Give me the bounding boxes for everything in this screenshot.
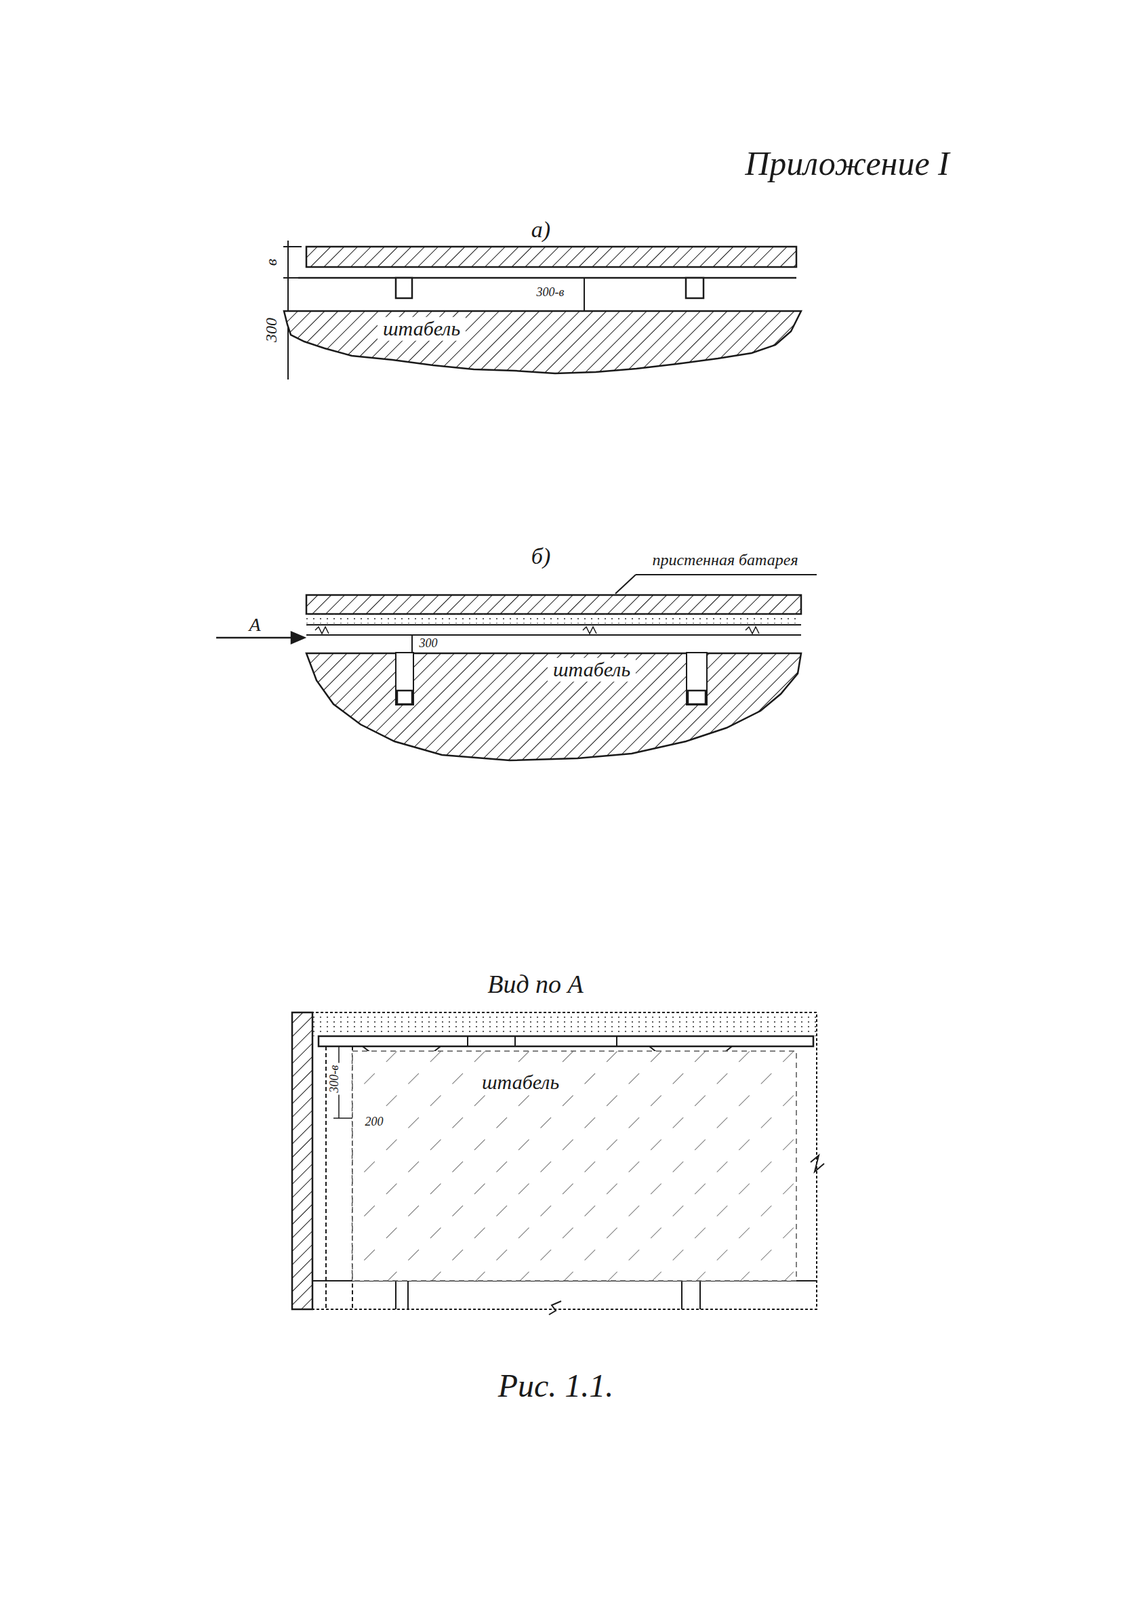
beam xyxy=(318,1036,814,1047)
stack-hatch xyxy=(352,1051,797,1281)
pipe-mark xyxy=(582,626,597,634)
appendix-heading: Приложение I xyxy=(744,143,949,183)
beam-joint xyxy=(514,1036,516,1047)
figure-caption: Рис. 1.1. xyxy=(498,1367,615,1405)
batten xyxy=(685,277,704,299)
dimension: 300 xyxy=(262,315,280,345)
dimension: 300-в xyxy=(534,286,567,300)
dimension-tick xyxy=(283,246,302,248)
stack-hatch xyxy=(283,311,802,374)
ceiling-slab xyxy=(306,595,802,615)
stack-region: штабель xyxy=(352,1051,797,1281)
wall xyxy=(292,1012,313,1310)
stack-outline xyxy=(352,1051,797,1281)
frame xyxy=(292,1012,817,1310)
view-b xyxy=(216,574,817,654)
stack-ground xyxy=(283,311,802,374)
batten-slot xyxy=(686,652,707,705)
batten xyxy=(397,690,413,705)
pipe-mark xyxy=(745,626,760,634)
stack-region: штабель xyxy=(283,311,802,376)
stack-ground xyxy=(352,1051,797,1281)
dimension-line xyxy=(411,635,413,654)
stack-hatch xyxy=(306,653,802,761)
pipe xyxy=(306,624,802,626)
subfigure-letter: а) xyxy=(529,216,553,242)
pipe xyxy=(306,634,802,636)
dimension-tick xyxy=(283,277,302,279)
view-letter: А xyxy=(246,614,263,636)
batten-line xyxy=(298,277,797,280)
batten xyxy=(395,277,413,299)
dimension: 200 xyxy=(363,1115,386,1130)
beam-joint xyxy=(466,1036,469,1047)
leader-line xyxy=(635,574,817,576)
guide-line xyxy=(325,1046,327,1310)
beam-joint xyxy=(616,1036,618,1047)
leader-line xyxy=(615,574,636,594)
arrow-head xyxy=(291,632,305,644)
dimension-line xyxy=(583,277,585,312)
view-title: Вид по А xyxy=(485,970,586,1000)
pipe-mark xyxy=(315,626,329,634)
stack-label: штабель xyxy=(377,317,466,341)
view-a-section xyxy=(292,1012,825,1315)
insulation xyxy=(312,1015,817,1037)
view-arrow xyxy=(216,637,299,640)
stack-region: штабель xyxy=(306,653,802,762)
dimension-line xyxy=(287,240,289,380)
insulation xyxy=(306,614,802,624)
batten xyxy=(687,690,706,705)
subfigure-letter: б) xyxy=(529,543,553,569)
dimension: 300 xyxy=(417,637,440,651)
ceiling-slab xyxy=(306,246,797,268)
stack-label: штабель xyxy=(547,658,636,682)
part-label: пристенная батарея xyxy=(649,551,800,569)
batten-slot xyxy=(395,652,414,705)
stack-outline xyxy=(283,311,802,376)
stack-label: штабель xyxy=(476,1070,565,1095)
stack-ground xyxy=(306,653,802,761)
dimension: в xyxy=(262,256,280,268)
dimension: 300-в xyxy=(328,1063,342,1096)
break-mark xyxy=(810,1155,825,1172)
break-mark xyxy=(548,1301,562,1315)
